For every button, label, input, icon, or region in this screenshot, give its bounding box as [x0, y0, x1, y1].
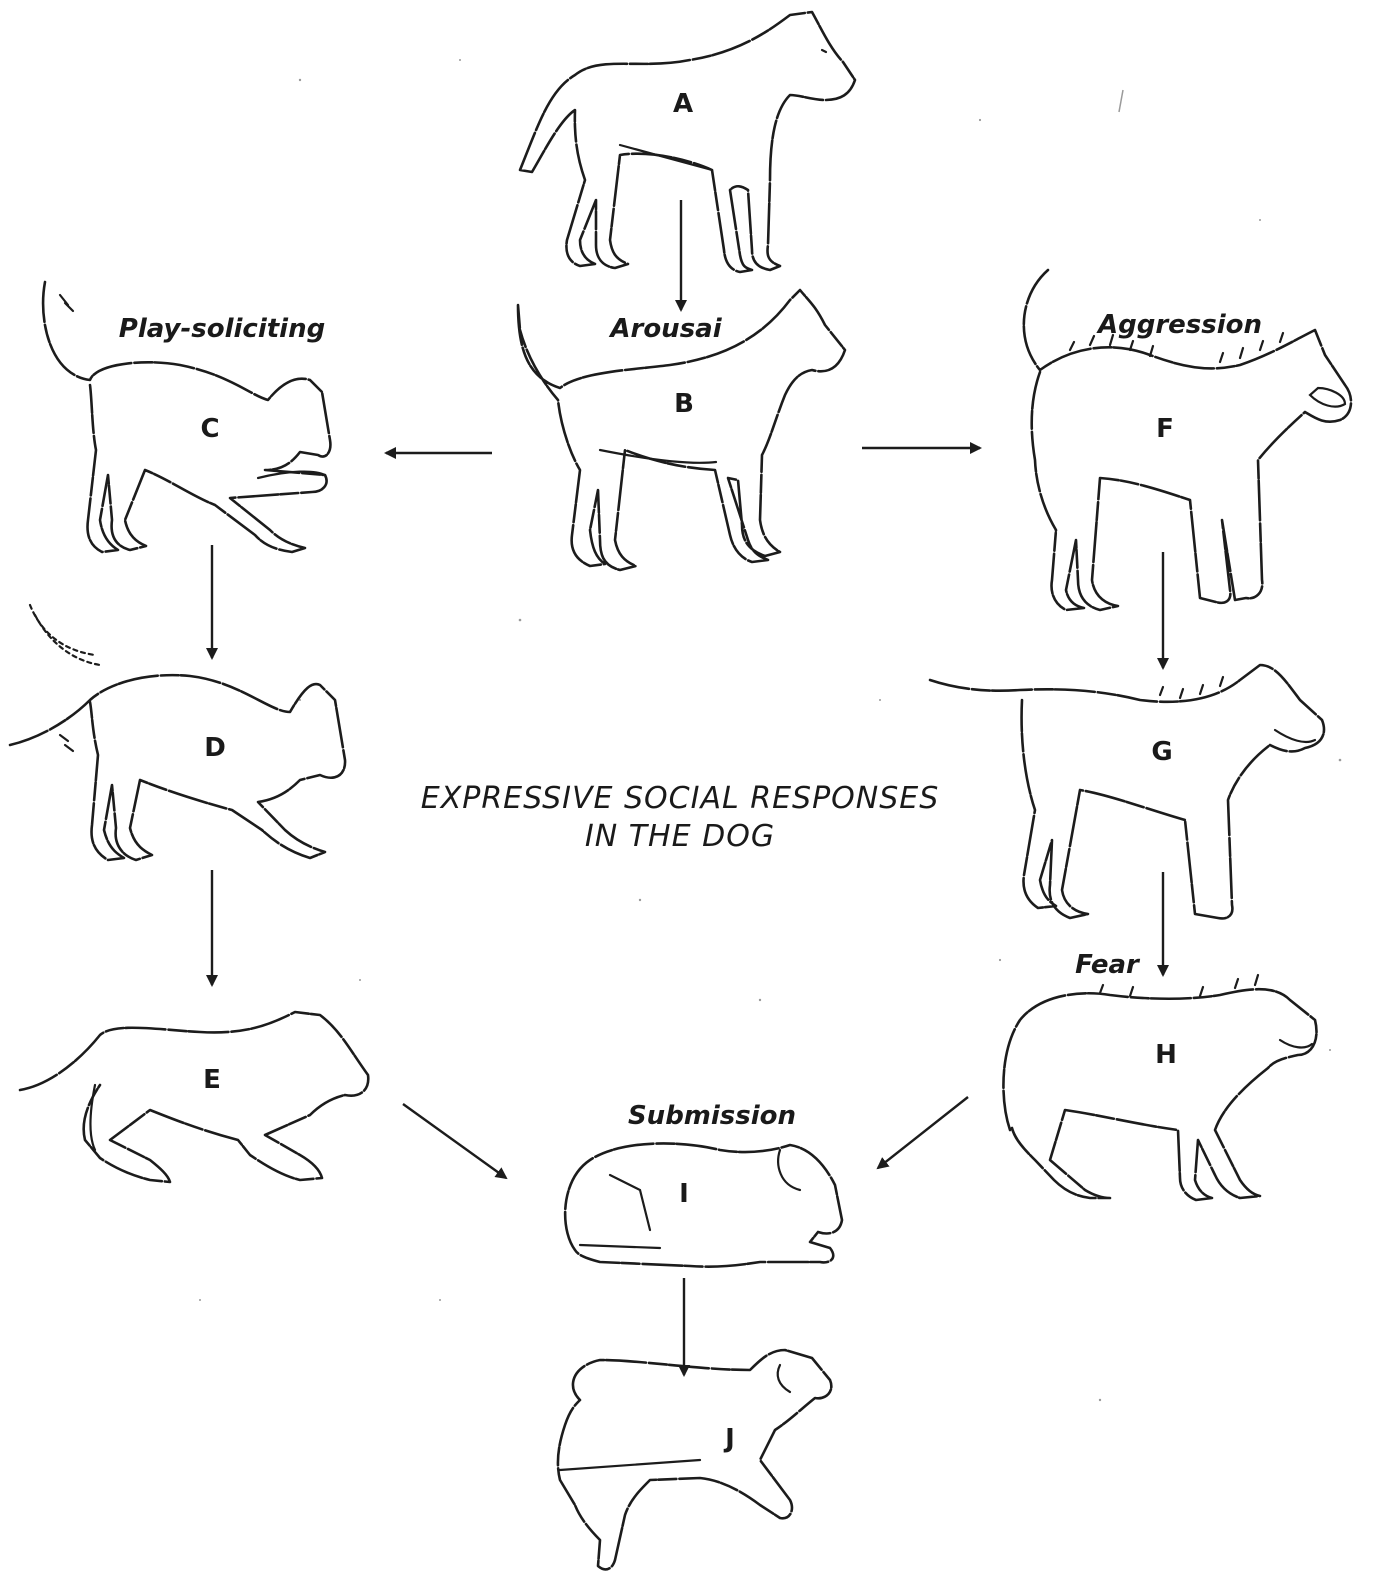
label-submission: Submission	[628, 1101, 796, 1131]
dog-c-label: C	[200, 414, 219, 444]
label-fear: Fear	[1075, 950, 1141, 980]
dog-j: J	[558, 1350, 831, 1569]
dog-h-label: H	[1155, 1040, 1177, 1070]
dog-f-label: F	[1156, 414, 1174, 444]
dog-g-label: G	[1151, 737, 1172, 767]
dog-b-label: B	[674, 389, 694, 419]
label-arousal: Arousai	[608, 314, 722, 344]
dog-a-label: A	[673, 89, 693, 119]
dog-i: I	[565, 1143, 842, 1266]
arrow-e-to-i	[403, 1104, 506, 1178]
stray-mark	[1119, 90, 1123, 112]
dog-h: H	[1003, 975, 1316, 1200]
dog-a: A	[520, 12, 855, 272]
dog-i-label: I	[679, 1179, 689, 1209]
dog-e: E	[20, 1012, 368, 1182]
arrow-h-to-i	[878, 1097, 968, 1168]
dog-d: D	[10, 605, 345, 860]
dog-e-label: E	[203, 1065, 221, 1095]
dog-g: G	[930, 665, 1324, 918]
diagram-title-line-1: EXPRESSIVE SOCIAL RESPONSES	[421, 781, 940, 816]
dog-d-label: D	[204, 733, 226, 763]
dog-j-label: J	[723, 1424, 735, 1454]
diagram-title-line-2: IN THE DOG	[585, 819, 775, 854]
label-play-soliciting: Play-soliciting	[119, 314, 325, 344]
label-aggression: Aggression	[1096, 310, 1262, 340]
